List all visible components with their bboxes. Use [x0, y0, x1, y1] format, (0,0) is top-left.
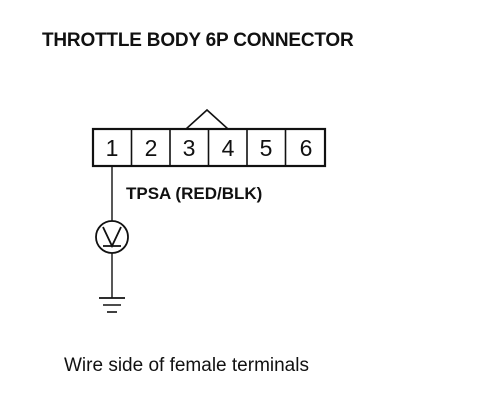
connector-view-caption: Wire side of female terminals [64, 355, 309, 376]
pin-6-label: 6 [300, 135, 313, 161]
pin-1-label: 1 [106, 135, 119, 161]
diagram-title: THROTTLE BODY 6P CONNECTOR [42, 30, 354, 51]
pin-3-label: 3 [183, 135, 196, 161]
ground-icon [99, 297, 125, 313]
voltmeter-icon [95, 220, 129, 254]
pin-4-label: 4 [222, 135, 235, 161]
connector-lock-tab-icon [185, 108, 229, 130]
pin-5-label: 5 [260, 135, 273, 161]
wire-label: TPSA (RED/BLK) [126, 184, 263, 203]
connector-pins: 1 2 3 4 5 6 [106, 129, 313, 166]
pin-2-label: 2 [145, 135, 158, 161]
